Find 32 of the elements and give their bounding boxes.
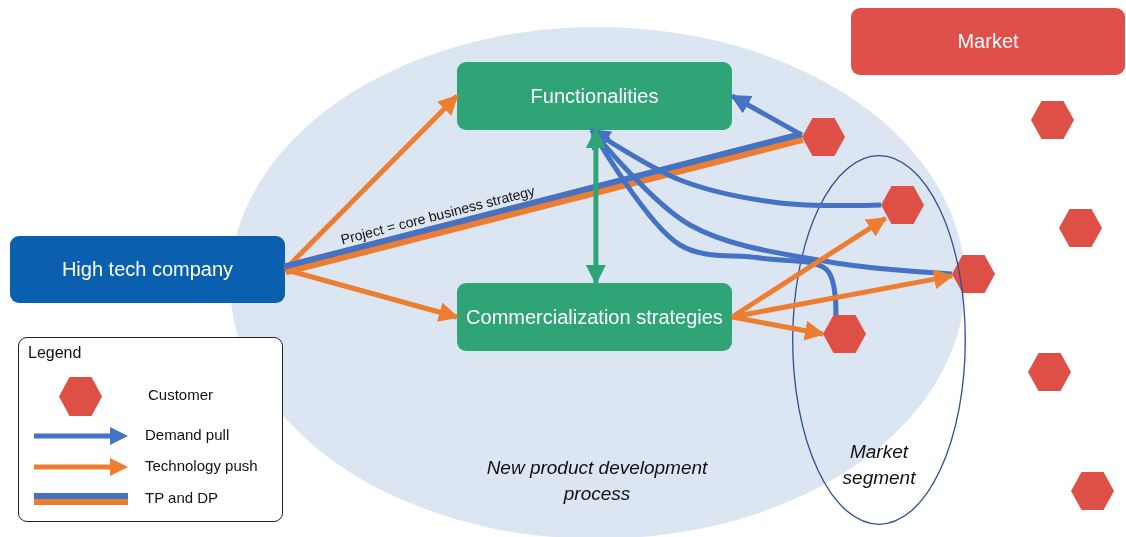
legend-title: Legend — [28, 344, 82, 362]
ellipse-caption: Market segment — [841, 440, 917, 490]
customer-hexagon — [952, 255, 995, 293]
arrow — [589, 128, 839, 315]
customer-hexagon — [1071, 472, 1114, 510]
arrow — [283, 94, 459, 272]
ellipse-caption: New product development process — [485, 456, 709, 506]
market-box — [851, 8, 1125, 75]
box-label: High tech company — [61, 257, 234, 282]
legend-label: Customer — [148, 386, 214, 403]
process-box — [457, 283, 732, 351]
legend-label: Demand pull — [145, 426, 230, 443]
box-label: Commercialization strategies — [466, 304, 723, 330]
arrow — [585, 128, 606, 285]
process-box — [457, 62, 732, 130]
edge-label: Project = core business strategy — [338, 182, 536, 248]
arrow — [590, 127, 882, 209]
customer-hexagon — [802, 118, 845, 156]
customer-hexagon — [1028, 353, 1071, 391]
legend-label: Technology push — [145, 457, 258, 474]
arrow — [589, 128, 953, 277]
arrow — [731, 314, 825, 341]
arrow — [731, 269, 954, 320]
arrow — [730, 93, 804, 138]
company-box — [10, 236, 285, 303]
box-label: Market — [957, 29, 1019, 54]
customer-hexagon — [881, 186, 924, 224]
customer-hexagon — [1059, 209, 1102, 247]
box-label: Functionalities — [530, 83, 659, 109]
legend-label: TP and DP — [145, 489, 219, 506]
customer-hexagon — [823, 315, 866, 353]
customer-hexagon — [1031, 101, 1074, 139]
